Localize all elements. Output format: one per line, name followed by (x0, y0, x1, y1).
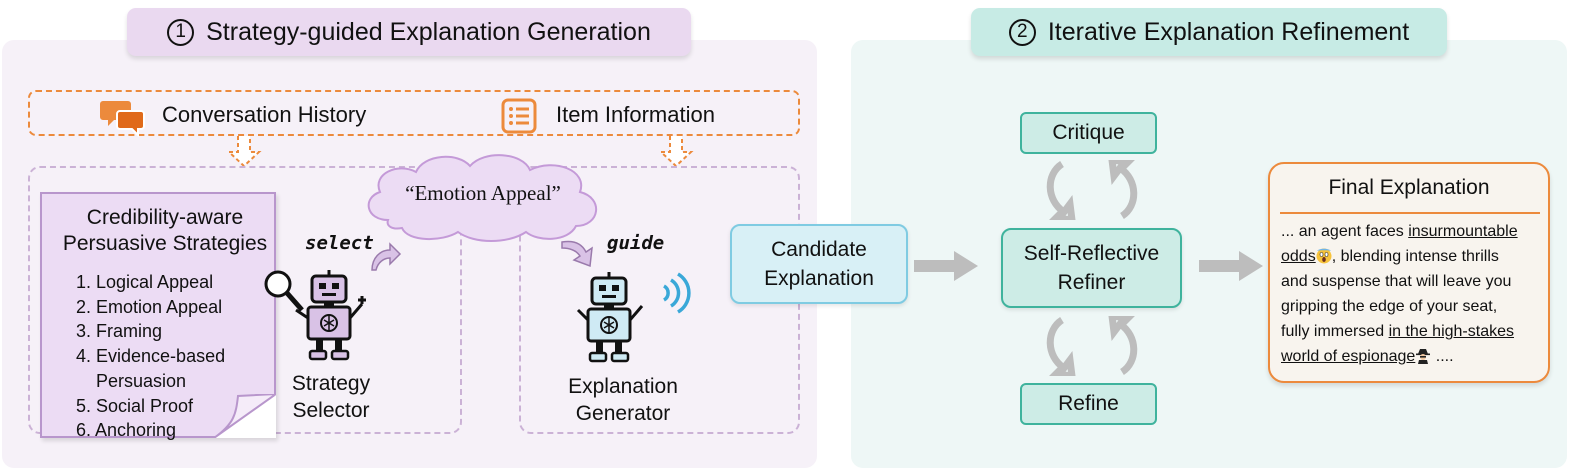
stage2-title-text: Iterative Explanation Refinement (1047, 17, 1410, 46)
final-explanation-title: Final Explanation (1328, 176, 1490, 199)
final-text-part: .... (1431, 348, 1454, 365)
self-reflective-refiner-box: Self-Reflective Refiner (1001, 228, 1182, 308)
final-underline-part: odds (1281, 248, 1316, 265)
strategies-paper (40, 192, 276, 438)
final-underline-part: world of espionage (1281, 348, 1416, 365)
strategies-title: Credibility-aware Persuasive Strategies (40, 205, 290, 257)
conversation-history-label: Conversation History (162, 102, 367, 127)
down-arrow-left (226, 136, 262, 168)
final-text-line: and suspense that will leave you (1281, 273, 1512, 290)
final-divider (1280, 212, 1540, 214)
strategies-title-line2: Persuasive Strategies (62, 232, 268, 255)
arrow-to-final-icon (1199, 251, 1263, 281)
candidate-line2: Explanation (764, 267, 874, 290)
selector-robot-icon (264, 270, 366, 361)
final-text-part: ... an agent faces (1281, 223, 1409, 240)
strategy-item: 3. Framing (76, 321, 163, 342)
selector-line1: Strategy (291, 372, 371, 395)
strategy-item: 2. Emotion Appeal (76, 296, 223, 317)
candidate-explanation-box: Candidate Explanation (730, 224, 908, 304)
strategy-item: 6. Anchoring (76, 420, 177, 441)
generator-line2: Generator (575, 402, 671, 425)
final-text-part: , blending intense thrills (1331, 248, 1499, 265)
generator-robot-icon (576, 272, 691, 363)
curved-down-arrow-icon (561, 240, 593, 268)
screaming-face-icon (1316, 248, 1332, 264)
cloud-shape (367, 154, 598, 242)
strategy-item-continuation: Persuasion (96, 370, 187, 391)
final-underline-part: insurmountable (1408, 223, 1518, 240)
strategy-item: 1. Logical Appeal (76, 272, 214, 292)
strategies-title-line1: Credibility-aware (86, 206, 244, 229)
arrow-to-refiner-icon (914, 251, 978, 281)
stage2-number: 2 (1008, 18, 1036, 46)
guide-label: guide (607, 232, 665, 254)
refiner-line1: Self-Reflective (1023, 242, 1160, 265)
list-document-icon (501, 98, 537, 134)
cycle-arrows-top-icon (1046, 160, 1138, 220)
cloud-strategy-text: “Emotion Appeal” (405, 181, 561, 205)
final-text-part: fully immersed (1281, 323, 1389, 340)
spy-icon (1416, 349, 1431, 364)
strategy-item: 5. Social Proof (76, 395, 194, 416)
candidate-line1: Candidate (771, 238, 867, 261)
paper-curl (214, 394, 276, 438)
final-text-line: gripping the edge of your seat, (1281, 298, 1498, 315)
curved-up-arrow-icon (371, 242, 402, 271)
refiner-line2: Refiner (1057, 271, 1126, 294)
stage1-title: 1 Strategy-guided Explanation Generation (127, 8, 691, 56)
input-box (28, 90, 800, 136)
stage1-number: 1 (167, 18, 195, 46)
stage2-title: 2 Iterative Explanation Refinement (971, 8, 1447, 56)
final-explanation-box (1268, 162, 1550, 383)
generator-line1: Explanation (568, 375, 678, 398)
selector-line2: Selector (292, 399, 370, 422)
final-explanation-text: ... an agent faces insurmountable odds , … (1281, 219, 1543, 369)
chat-bubbles-icon (100, 101, 145, 137)
select-label: select (305, 232, 374, 254)
strategy-selector-label: Strategy Selector (268, 370, 394, 424)
stage1-title-text: Strategy-guided Explanation Generation (206, 17, 651, 46)
critique-label: Critique (1052, 121, 1125, 144)
critique-box: Critique (1020, 112, 1157, 154)
explanation-generator-label: Explanation Generator (550, 373, 696, 427)
strategy-item: 4. Evidence-based (76, 346, 226, 367)
item-information-label: Item Information (556, 102, 715, 127)
final-underline-part: in the high-stakes (1388, 323, 1514, 340)
strategy-list: 1. Logical Appeal 2. Emotion Appeal 3. F… (76, 270, 225, 443)
refine-box: Refine (1020, 383, 1157, 425)
cycle-arrows-bottom-icon (1046, 316, 1138, 376)
down-arrow-right (658, 136, 694, 168)
refine-label: Refine (1058, 392, 1119, 415)
